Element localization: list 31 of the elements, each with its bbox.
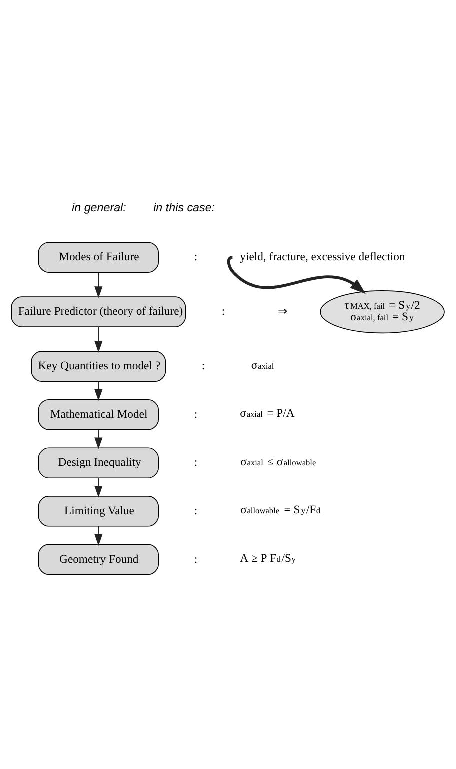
arrow <box>94 272 103 298</box>
label: : <box>194 456 198 470</box>
label: : <box>194 552 198 566</box>
node-box: Mathematical Model <box>38 399 159 430</box>
node-box: Design Inequality <box>38 448 159 479</box>
arrow <box>94 326 103 353</box>
label: σallowable = Sy/Fd <box>240 504 320 517</box>
label: σaxial ≤ σallowable <box>240 455 316 468</box>
arrow <box>94 430 103 450</box>
node-text: yield, fracture, excessive deflection <box>240 250 406 264</box>
node-box: Key Quantities to model ? <box>31 351 166 382</box>
node-box: Failure Predictor (theory of failure) <box>11 296 186 328</box>
label: A ≥ P Fd/Sy <box>240 552 296 565</box>
label: : <box>194 250 198 264</box>
node-box: Modes of Failure <box>38 242 159 273</box>
label: : <box>222 305 226 318</box>
label: : <box>194 504 198 518</box>
label: in general: <box>72 202 126 215</box>
label: σaxial = P/A <box>240 407 295 420</box>
label: in this case: <box>154 202 216 215</box>
arrow <box>227 256 366 294</box>
label: ⇒ <box>278 305 288 318</box>
label: : <box>194 408 198 421</box>
label: σaxial <box>251 358 274 372</box>
arrow <box>94 381 103 402</box>
node-box: Limiting Value <box>38 496 159 527</box>
node-ellipse: τMAX, fail = Sy/2 σaxial, fail = Sy <box>320 290 445 334</box>
label: : <box>202 360 206 373</box>
arrow <box>94 478 103 498</box>
arrow <box>94 526 103 546</box>
node-box: Geometry Found <box>38 544 159 576</box>
